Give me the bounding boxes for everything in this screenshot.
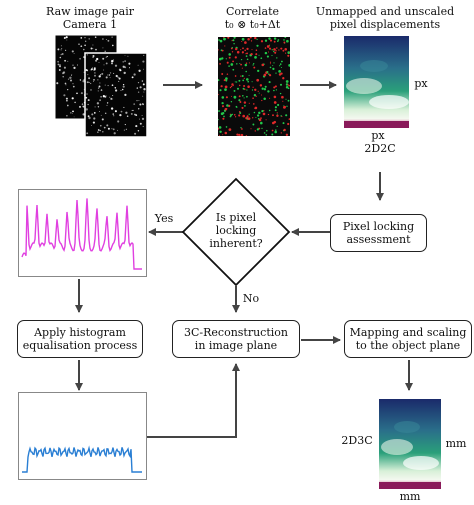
- tag-2d2c: 2D2C: [364, 142, 396, 155]
- tag-2d3c: 2D3C: [341, 434, 373, 447]
- correlate-title-line2: t₀ ⊗ t₀+Δt: [224, 18, 281, 31]
- displacement-title-line1: Unmapped and unscaled: [315, 5, 455, 18]
- pixel-locking-box: Pixel locking assessment: [330, 214, 427, 252]
- histogram-line1: Apply histogram: [34, 326, 126, 339]
- histogram-line2: equalisation process: [22, 339, 138, 352]
- mapping-scaling-box: Mapping and scaling to the object plane: [344, 320, 472, 358]
- no-label: No: [242, 292, 260, 305]
- correlate-title: Correlate t₀ ⊗ t₀+Δt: [205, 5, 300, 31]
- mapping-line1: Mapping and scaling: [349, 326, 467, 339]
- px-right-label: px: [414, 77, 428, 90]
- pixel-locking-line1: Pixel locking: [342, 220, 415, 233]
- displacement-field-2d2c: [344, 36, 409, 128]
- pink-histogram-plot: [18, 189, 147, 277]
- displacement-title-line2: pixel displacements: [329, 18, 441, 31]
- raw-image-title-line2: Camera 1: [62, 18, 118, 31]
- displacement-field-2d3c: [379, 399, 441, 489]
- correlate-title-line1: Correlate: [225, 5, 280, 18]
- decision-line3: inherent?: [209, 237, 263, 250]
- decision-text: Is pixel locking inherent?: [196, 211, 276, 250]
- decision-diamond: [181, 177, 291, 287]
- mm-right-label: mm: [445, 437, 467, 450]
- raw-image-title: Raw image pair Camera 1: [40, 5, 140, 31]
- decision-line1: Is pixel: [215, 211, 257, 224]
- reconstruction-line2: in image plane: [194, 339, 278, 352]
- yes-label: Yes: [154, 212, 174, 225]
- histogram-equalisation-box: Apply histogram equalisation process: [17, 320, 143, 358]
- reconstruction-box: 3C-Reconstruction in image plane: [172, 320, 300, 358]
- mm-bottom-label: mm: [399, 490, 421, 503]
- pixel-locking-line2: assessment: [346, 233, 411, 246]
- px-bottom-label: px: [371, 129, 385, 142]
- raw-image-title-line1: Raw image pair: [46, 5, 134, 18]
- correlation-map: [218, 37, 290, 136]
- displacement-title: Unmapped and unscaled pixel displacement…: [305, 5, 465, 31]
- reconstruction-line1: 3C-Reconstruction: [183, 326, 288, 339]
- mapping-line2: to the object plane: [355, 339, 461, 352]
- arrow-blue-to-reconstruction: [147, 363, 240, 438]
- decision-line2: locking: [215, 224, 257, 237]
- blue-histogram-plot: [18, 392, 147, 480]
- raw-image-pair: [55, 35, 148, 138]
